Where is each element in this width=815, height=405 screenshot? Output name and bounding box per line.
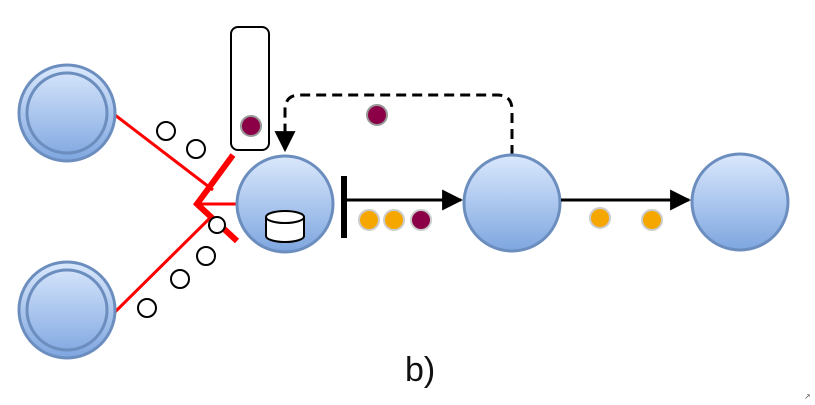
packet-empty [170, 269, 190, 289]
packet-empty [186, 139, 206, 159]
link-source-top [114, 113, 214, 192]
database-icon [265, 210, 305, 243]
router-node [235, 154, 335, 254]
relay-node [462, 153, 562, 253]
packet-orange [641, 209, 663, 231]
destination-node [690, 152, 790, 252]
packet-empty [196, 246, 216, 266]
figure-caption: b) [405, 351, 436, 389]
packet-empty [156, 121, 176, 141]
packet-dark [410, 209, 432, 231]
packet-dark [366, 104, 388, 126]
packet-orange [383, 209, 405, 231]
corner-mark: ↗ [804, 392, 811, 401]
link-source-bottom [113, 213, 215, 314]
feedback-dashed-path [274, 93, 514, 155]
source-node-bottom [17, 260, 117, 360]
packet-orange [589, 207, 611, 229]
packet-empty [137, 298, 157, 318]
source-node-top [17, 63, 117, 163]
packet-dark [240, 115, 262, 137]
packet-orange [358, 209, 380, 231]
packet-empty [208, 216, 226, 234]
